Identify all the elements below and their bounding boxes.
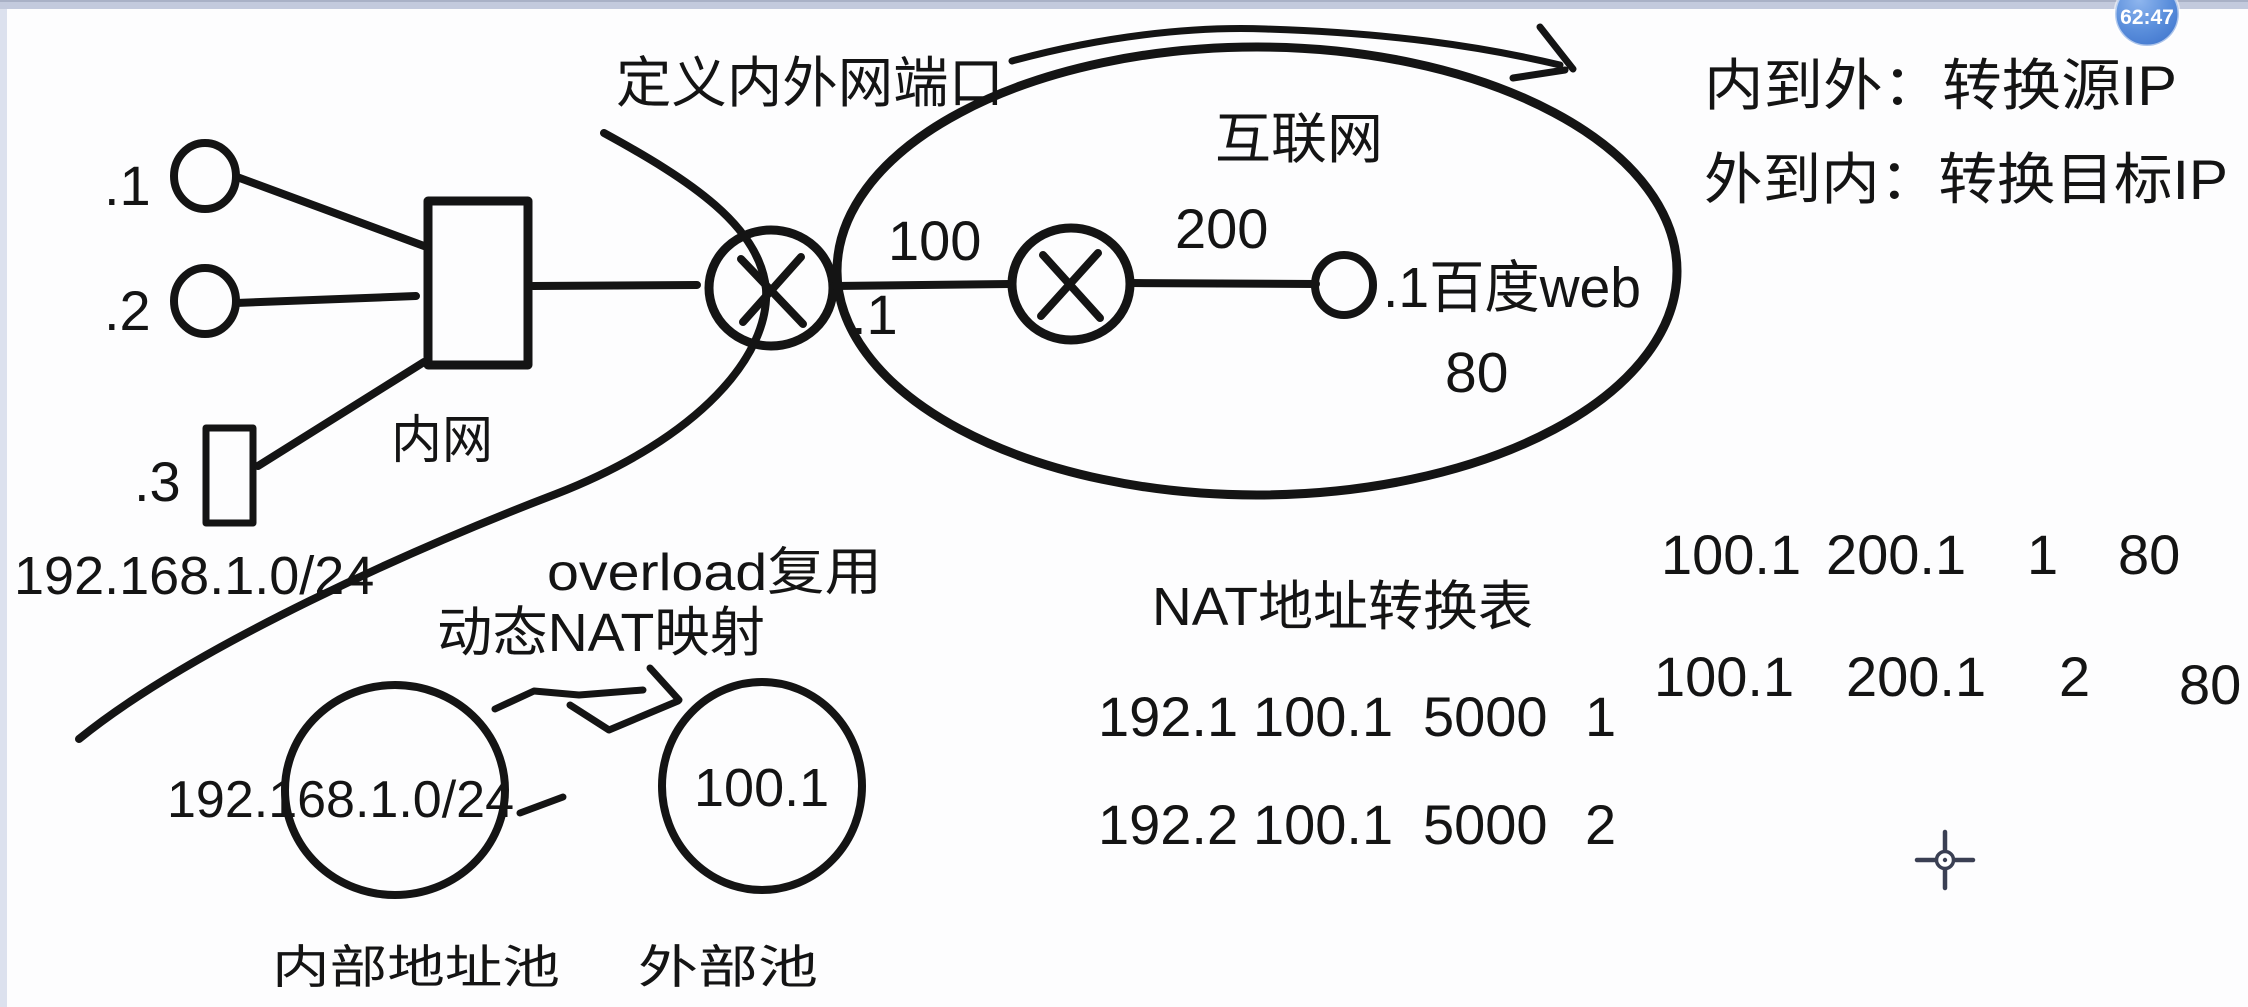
- arrow-head: [646, 664, 683, 704]
- inside-outside-boundary-curve: [75, 129, 771, 743]
- isp-router: [1007, 223, 1135, 345]
- wan-link-100: [830, 280, 1014, 290]
- host2-switch-link: [232, 292, 420, 307]
- window-top-border-edge: [0, 0, 2248, 2]
- host1-node: [170, 139, 240, 213]
- cell-inside-ip: 192.2: [1098, 793, 1238, 856]
- arrow-check-stroke: [566, 697, 682, 734]
- cell-src-ip: 100.1: [1661, 523, 1801, 586]
- mapping-table: 100.1 200.1 1 80 100.1 200.1 2 80: [1654, 523, 2241, 716]
- inner-pool-value: 192.168.1.0/24: [167, 771, 514, 829]
- lan-subnet-label: 192.168.1.0/24: [14, 546, 374, 606]
- cell-id: 1: [1585, 685, 1616, 748]
- table-row: 192.2 100.1 5000 2: [1098, 793, 1616, 856]
- cell-id: 2: [1585, 793, 1616, 856]
- cell-port: 5000: [1423, 793, 1548, 856]
- cell-port: 5000: [1423, 685, 1548, 748]
- table-row: 100.1 200.1 2 80: [1654, 645, 2241, 716]
- crosshair-dot: [1942, 857, 1948, 863]
- timer-badge-label: 62:47: [2120, 6, 2174, 29]
- nat-table-title: NAT地址转换表: [1152, 577, 1533, 637]
- host3-switch-link: [254, 358, 428, 470]
- wan-link-200: [1127, 279, 1320, 288]
- cell-outside-ip: 100.1: [1253, 685, 1393, 748]
- internet-cloud-ellipse: [832, 42, 1682, 500]
- arrow-head: [1509, 23, 1577, 82]
- host2-node: [170, 264, 240, 338]
- cell-outside-ip: 100.1: [1253, 793, 1393, 856]
- dynamic-nat-label: 动态NAT映射: [437, 603, 765, 663]
- host1-label: .1: [104, 154, 151, 217]
- web-server-node: [1311, 251, 1377, 319]
- cell-src-ip: 100.1: [1654, 645, 1794, 708]
- internet-label: 互联网: [1215, 108, 1383, 170]
- rule-outside-to-inside: 外到内：转换目标IP: [1704, 148, 2228, 211]
- server-port-label: 80: [1445, 341, 1508, 405]
- nat-router-x-icon: [737, 253, 807, 328]
- timer-badge-circle[interactable]: [2113, 0, 2181, 48]
- crosshair-cursor-icon: [1914, 829, 1976, 891]
- arrow-shaft: [1008, 25, 1564, 69]
- host3-label: .3: [134, 450, 181, 513]
- lan-label: 内网: [391, 412, 493, 470]
- rule-inside-to-outside: 内到外：转换源IP: [1704, 54, 2177, 117]
- host1-switch-link: [233, 173, 428, 250]
- outer-pool-value: 100.1: [694, 758, 829, 818]
- isp-router-x-icon: [1037, 249, 1104, 322]
- strike-dash: [516, 793, 567, 817]
- outer-pool-caption: 外部池: [638, 941, 818, 993]
- network-200-label: 200: [1175, 197, 1268, 260]
- window-left-border: [0, 9, 7, 1007]
- nat-translation-table: NAT地址转换表 192.1 100.1 5000 1 192.2 100.1 …: [1098, 577, 1616, 856]
- inner-pool-caption: 内部地址池: [272, 941, 560, 993]
- network-100-label: 100: [888, 209, 981, 272]
- arrow-shaft: [491, 686, 647, 713]
- port-definition-arrow: [1008, 23, 1577, 82]
- overload-label: overload复用: [547, 544, 882, 602]
- cell-dst-ip: 200.1: [1846, 645, 1986, 708]
- cell-port: 80: [2118, 523, 2180, 586]
- cell-dst-ip: 200.1: [1826, 523, 1966, 586]
- switch-router-link: [529, 281, 701, 290]
- lan-topology: [170, 139, 701, 527]
- host3-node: [202, 424, 257, 527]
- nat-router: [704, 225, 838, 351]
- port-definition-label: 定义内外网端口: [616, 52, 1004, 114]
- cell-id: 2: [2059, 645, 2090, 708]
- host2-label: .2: [104, 279, 151, 342]
- pool-mapping-arrow: [491, 664, 683, 734]
- lan-switch: [423, 196, 533, 370]
- cell-inside-ip: 192.1: [1098, 685, 1238, 748]
- timer-badge[interactable]: 62:47: [2113, 0, 2181, 48]
- outer-pool-circle: [658, 678, 866, 894]
- table-row: 100.1 200.1 1 80: [1661, 523, 2180, 586]
- window-top-border: [0, 0, 2248, 9]
- nat-outside-if-label: .1: [851, 283, 898, 346]
- cell-port: 80: [2179, 653, 2241, 716]
- web-server-label: .1百度web: [1383, 256, 1641, 320]
- inner-pool-circle: [281, 681, 509, 899]
- cell-id: 1: [2027, 523, 2058, 586]
- table-row: 192.1 100.1 5000 1: [1098, 685, 1616, 748]
